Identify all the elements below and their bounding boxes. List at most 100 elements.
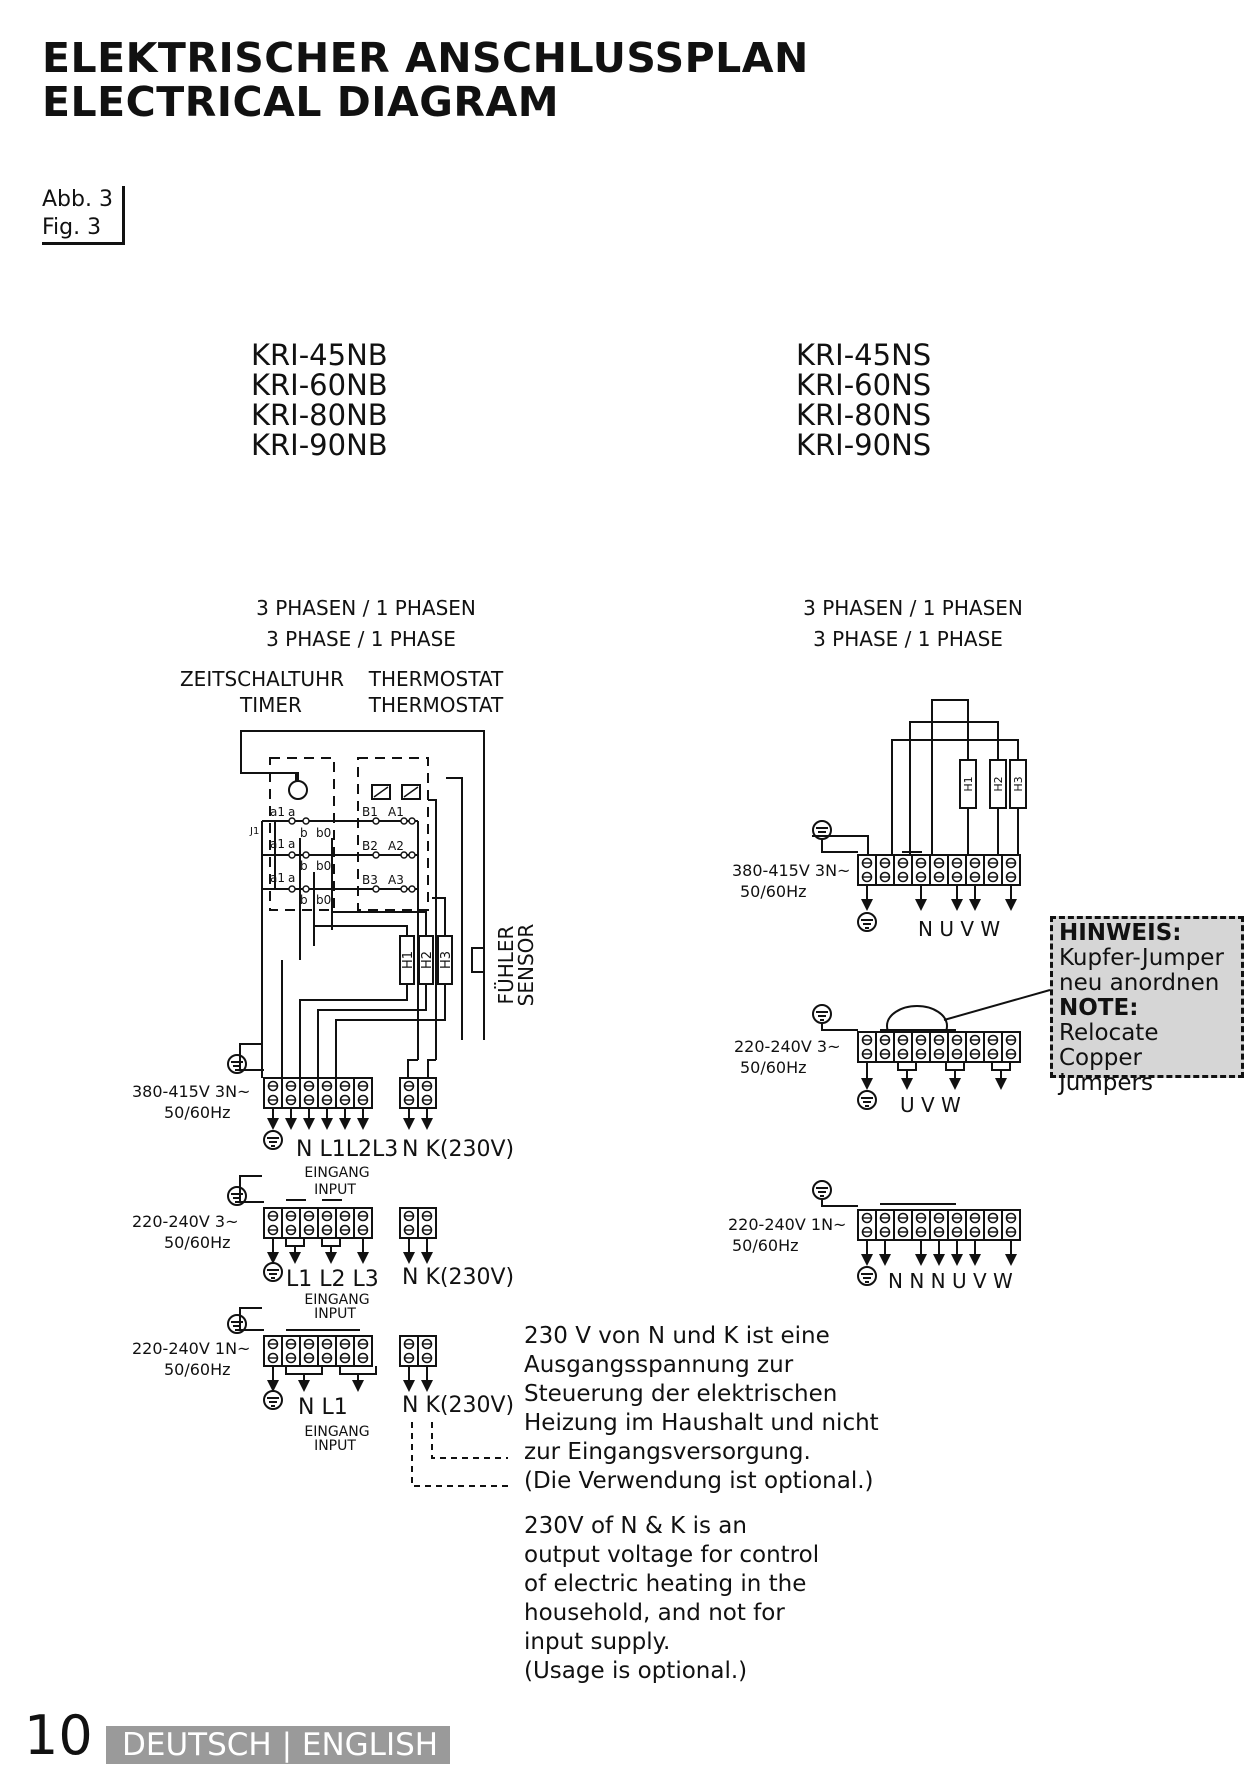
input-label-english: INPUT [314,1182,356,1198]
sensor-label-english: SENSOR [514,924,538,1007]
language-bar: DEUTSCH | ENGLISH [106,1726,450,1764]
contact-label: b [300,826,308,840]
frequency-label: 50/60Hz [164,1103,231,1122]
heater-label: H3 [439,951,454,969]
frequency-label: 50/60Hz [740,1058,807,1077]
title-english: ELECTRICAL DIAGRAM [42,78,560,126]
contact-label: b [300,893,308,907]
contact-label: a1 [270,837,285,851]
right-terminal-block-3: 220-240V 1N~ 50/60Hz N N N U V W [728,1180,1021,1293]
title-german: ELEKTRISCHER ANSCHLUSSPLAN [42,34,809,82]
left-terminal-block-1: 380-415V 3N~ 50/60Hz N L1L2L3 N K(230V) … [132,1043,514,1198]
contact-label: b [300,859,308,873]
heater-label: H2 [420,951,435,969]
model-item: KRI-80NB [251,398,388,432]
thermostat-label-german: THERMOSTAT [368,667,504,691]
voltage-label: 220-240V 3~ [734,1037,840,1056]
model-item: KRI-45NB [251,338,388,372]
left-terminal-block-2: 220-240V 3~ 50/60Hz L1 L2 L3 N K(230V) E… [132,1175,514,1322]
model-item: KRI-45NS [796,338,932,372]
note-text-line: Jumpers [1059,1070,1153,1096]
note-text-line: Relocate Copper [1059,1020,1159,1071]
model-item: KRI-80NS [796,398,932,432]
input-label-german: EINGANG [304,1165,369,1181]
note-box: HINWEIS: Kupfer-Jumper neu anordnen NOTE… [1050,916,1244,1096]
frequency-label: 50/60Hz [164,1233,231,1252]
note-pointer-line [943,989,1051,1021]
caption-line: household, and not for [524,1600,785,1626]
contact-label: B1 [362,805,378,819]
caption-line: Heizung im Haushalt und nicht [524,1410,879,1436]
timer-label-english: TIMER [239,693,302,717]
contact-label: a1 [270,871,285,885]
contact-label: A1 [388,805,404,819]
contact-label: B2 [362,839,378,853]
model-list-right: KRI-45NS KRI-60NS KRI-80NS KRI-90NS [796,340,931,460]
terminal-labels: N L1L2L3 [296,1137,398,1162]
voltage-label: 220-240V 3~ [132,1212,238,1231]
sensor-element [471,947,485,973]
phase-label-english: 3 PHASE / 1 PHASE [266,627,456,651]
frequency-label: 50/60Hz [740,882,807,901]
clock-icon [288,780,308,800]
contact-label: b0 [316,893,331,907]
note-text-line: neu anordnen [1059,970,1220,996]
terminal-labels: L1 L2 L3 [286,1267,379,1292]
phase-label-german: 3 PHASEN / 1 PHASEN [803,596,1023,620]
right-terminal-block-2: 220-240V 3~ 50/60Hz U V W [734,989,1051,1117]
contact-label: b0 [316,859,331,873]
heater-label: H2 [992,776,1005,791]
phase-label-german: 3 PHASEN / 1 PHASEN [256,596,476,620]
caption-line: of electric heating in the [524,1571,807,1597]
caption-german: 230 V von N und K ist eine Ausgangsspann… [524,1322,879,1496]
heater-label: H1 [962,776,975,791]
caption-line: output voltage for control [524,1542,820,1568]
input-label-german: EINGANG [304,1292,369,1308]
terminal-labels: N N N U V W [888,1269,1013,1293]
left-terminal-block-3: 220-240V 1N~ 50/60Hz N L1 N K(230V) EING… [132,1307,514,1487]
heater-label: H1 [401,951,416,969]
contact-label: a [288,837,295,851]
caption-line: zur Eingangsversorgung. [524,1439,811,1465]
model-item: KRI-90NB [251,428,388,462]
voltage-label: 220-240V 1N~ [728,1215,846,1234]
caption-line: (Usage is optional.) [524,1658,748,1684]
contact-label: A2 [388,839,404,853]
optional-output-line [411,1422,508,1487]
thermostat-coil-icon [401,784,421,800]
contact-label: a [288,871,295,885]
timer-supply-wire [240,730,485,1040]
jumper-label: J1 [249,826,259,837]
caption-line: (Die Verwendung ist optional.) [524,1468,874,1494]
voltage-label: 220-240V 1N~ [132,1339,250,1358]
timer-box [269,757,335,911]
caption-line: 230V of N & K is an [524,1513,747,1539]
contact-label: A3 [388,873,404,887]
figure-label-english: Fig. 3 [42,215,102,240]
terminal-labels: U V W [900,1093,961,1117]
note-text-line: Kupfer-Jumper [1059,945,1224,971]
right-terminal-block-1: 380-415V 3N~ 50/60Hz N U V W [732,820,1021,941]
phase-label-english: 3 PHASE / 1 PHASE [813,627,1003,651]
page-title: ELEKTRISCHER ANSCHLUSSPLAN ELECTRICAL DI… [42,36,809,124]
heater-label: H3 [1012,776,1025,791]
model-item: KRI-60NS [796,368,932,402]
input-label-english: INPUT [314,1306,356,1322]
caption-line: input supply. [524,1629,671,1655]
caption-line: 230 V von N und K ist eine [524,1323,830,1349]
voltage-label: 380-415V 3N~ [732,861,850,880]
model-item: KRI-60NB [251,368,388,402]
terminal-labels: N L1 [298,1395,348,1420]
contact-label: b0 [316,826,331,840]
figure-reference: Abb. 3 Fig. 3 [42,186,125,245]
frequency-label: 50/60Hz [164,1360,231,1379]
frequency-label: 50/60Hz [732,1236,799,1255]
thermostat-label-english: THERMOSTAT [368,693,504,717]
nk-label: N K(230V) [402,1137,514,1162]
caption-english: 230V of N & K is an output voltage for c… [524,1512,819,1686]
page-number: 10 [24,1704,93,1767]
sensor-label-german: FÜHLER [494,925,518,1004]
model-item: KRI-90NS [796,428,932,462]
contact-label: B3 [362,873,378,887]
